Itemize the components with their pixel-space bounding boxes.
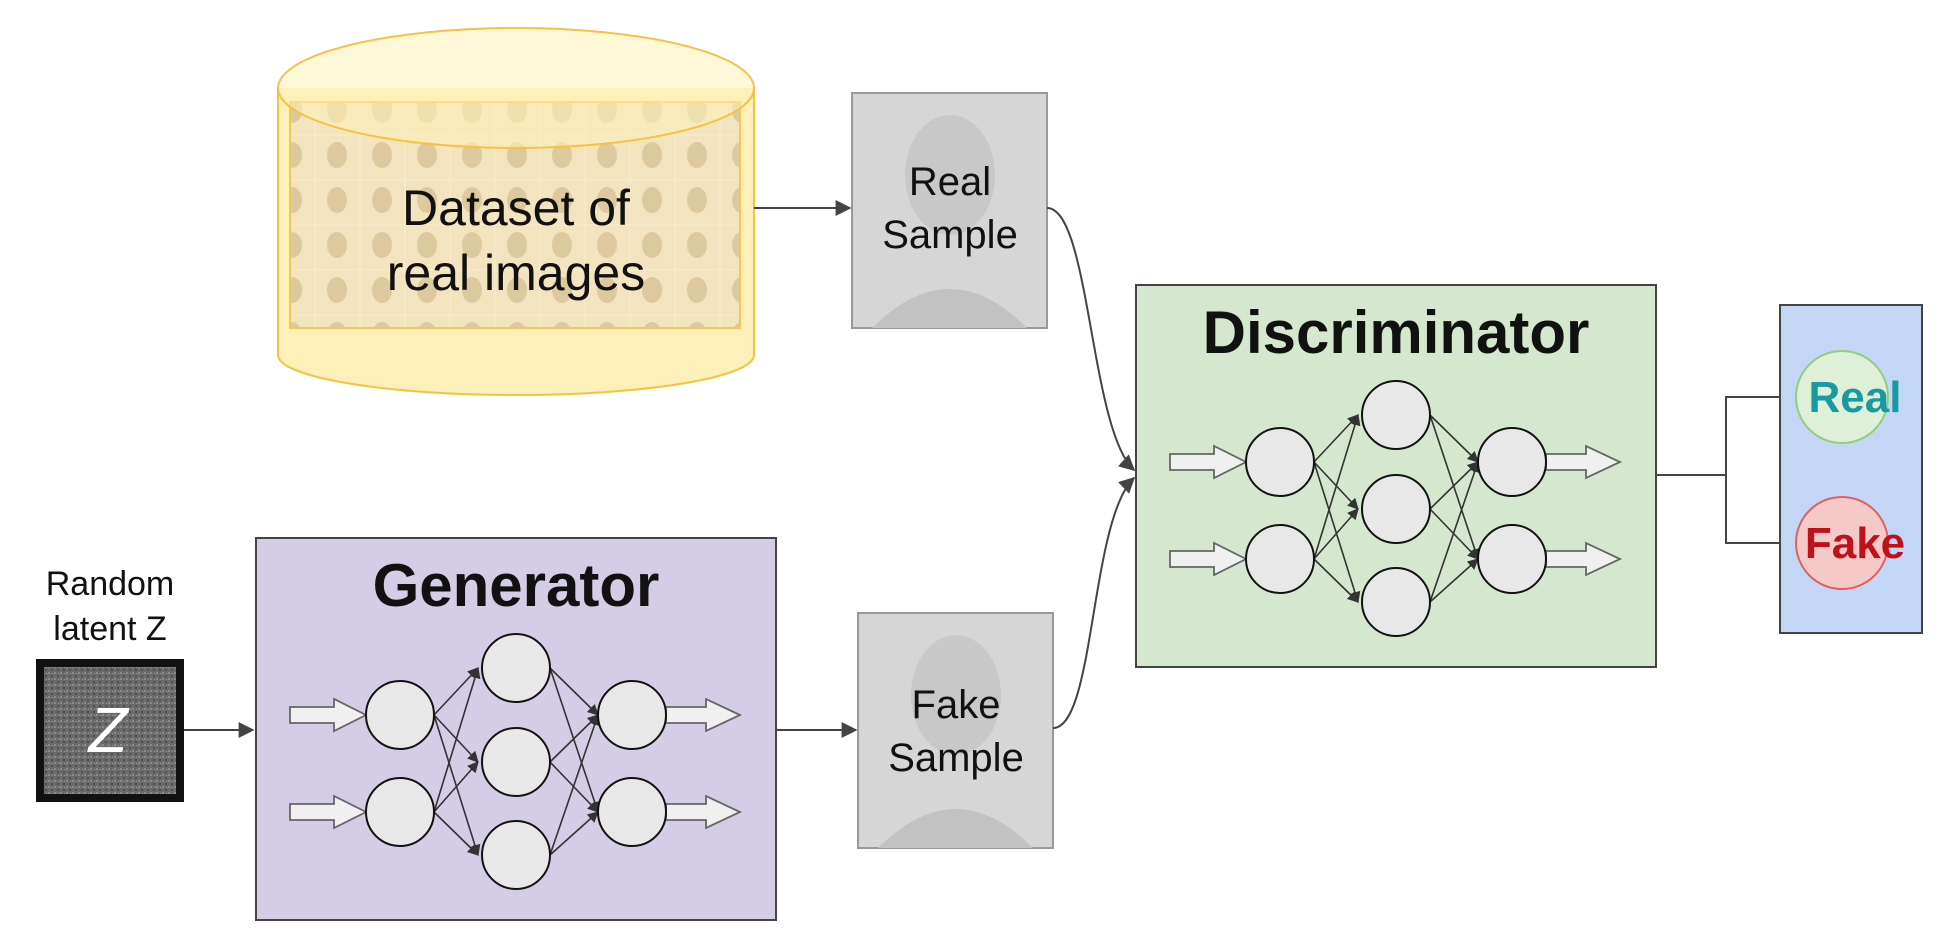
real-sample-box: Real Sample xyxy=(851,92,1048,329)
generator-output-arrow xyxy=(665,697,743,733)
real-sample-face-silhouette xyxy=(905,115,995,235)
arrow-real-to-discriminator xyxy=(1046,207,1136,472)
real-sample-shoulders xyxy=(872,289,1027,328)
fake-sample-shoulders xyxy=(878,809,1033,848)
dataset-label-line2: real images xyxy=(387,245,645,301)
real-sample-line1: Real xyxy=(909,160,991,204)
discriminator-node xyxy=(1245,524,1315,594)
generator-edge xyxy=(433,811,479,856)
generator-input-arrow xyxy=(289,697,369,733)
generator-edge xyxy=(549,667,599,716)
discriminator-node xyxy=(1477,427,1547,497)
discriminator-edge xyxy=(1313,461,1361,604)
discriminator-node xyxy=(1361,567,1431,637)
generator-node xyxy=(597,777,667,847)
dataset-label-line1: Dataset of xyxy=(402,180,630,236)
generator-box: Generator xyxy=(255,537,777,921)
discriminator-output-arrow xyxy=(1545,444,1623,480)
latent-label-line1: Random xyxy=(46,565,175,603)
fake-sample-line2: Sample xyxy=(888,736,1024,780)
discriminator-node xyxy=(1361,474,1431,544)
latent-noise-image xyxy=(36,659,184,802)
arrow-to-real-output xyxy=(1656,389,1797,476)
generator-node xyxy=(365,680,435,750)
generator-edge xyxy=(549,667,601,814)
fake-sample-face-silhouette xyxy=(911,635,1001,755)
generator-node xyxy=(481,727,551,797)
discriminator-input-arrow xyxy=(1169,444,1249,480)
generator-node xyxy=(481,633,551,703)
discriminator-node xyxy=(1361,380,1431,450)
fake-sample-box: Fake Sample xyxy=(857,612,1054,849)
generator-output-arrow xyxy=(665,794,743,830)
discriminator-output-arrow xyxy=(1545,541,1623,577)
discriminator-node xyxy=(1477,524,1547,594)
latent-symbol: Z xyxy=(86,694,129,766)
discriminator-edge xyxy=(1313,508,1359,560)
generator-node xyxy=(365,777,435,847)
generator-edge xyxy=(433,714,481,857)
discriminator-box: Discriminator xyxy=(1135,284,1657,668)
real-output-label: Real xyxy=(1809,373,1902,422)
dataset-cylinder-top xyxy=(277,27,755,149)
real-output-circle xyxy=(1795,350,1889,444)
generator-edge xyxy=(549,811,599,856)
discriminator-edge xyxy=(1313,558,1359,603)
real-sample-line2: Sample xyxy=(882,213,1018,257)
discriminator-edge xyxy=(1429,414,1479,463)
arrow-to-fake-output xyxy=(1725,475,1797,551)
discriminator-edge xyxy=(1429,460,1481,603)
fake-output-label: Fake xyxy=(1805,519,1905,568)
discriminator-title: Discriminator xyxy=(1203,299,1590,366)
fake-sample-line1: Fake xyxy=(912,683,1001,727)
discriminator-input-arrow xyxy=(1169,541,1249,577)
generator-node xyxy=(481,820,551,890)
dataset-cylinder: Dataset of real images xyxy=(277,27,755,396)
discriminator-edge xyxy=(1429,414,1481,561)
arrow-fake-to-discriminator xyxy=(1052,476,1136,729)
discriminator-edge xyxy=(1429,558,1479,603)
latent-label-line2: latent Z xyxy=(53,610,166,648)
generator-node xyxy=(597,680,667,750)
discriminator-network xyxy=(1169,380,1623,637)
generator-edge xyxy=(433,761,479,813)
generator-input-arrow xyxy=(289,794,369,830)
latent-z: Random latent Z Z xyxy=(36,565,184,802)
output-panel: Real Fake xyxy=(1779,304,1923,634)
generator-network xyxy=(289,633,743,890)
generator-edge xyxy=(433,666,481,813)
discriminator-node xyxy=(1245,427,1315,497)
generator-edge xyxy=(549,713,601,856)
discriminator-edge xyxy=(1313,413,1361,560)
fake-output-circle xyxy=(1795,496,1889,590)
generator-title: Generator xyxy=(373,552,660,619)
